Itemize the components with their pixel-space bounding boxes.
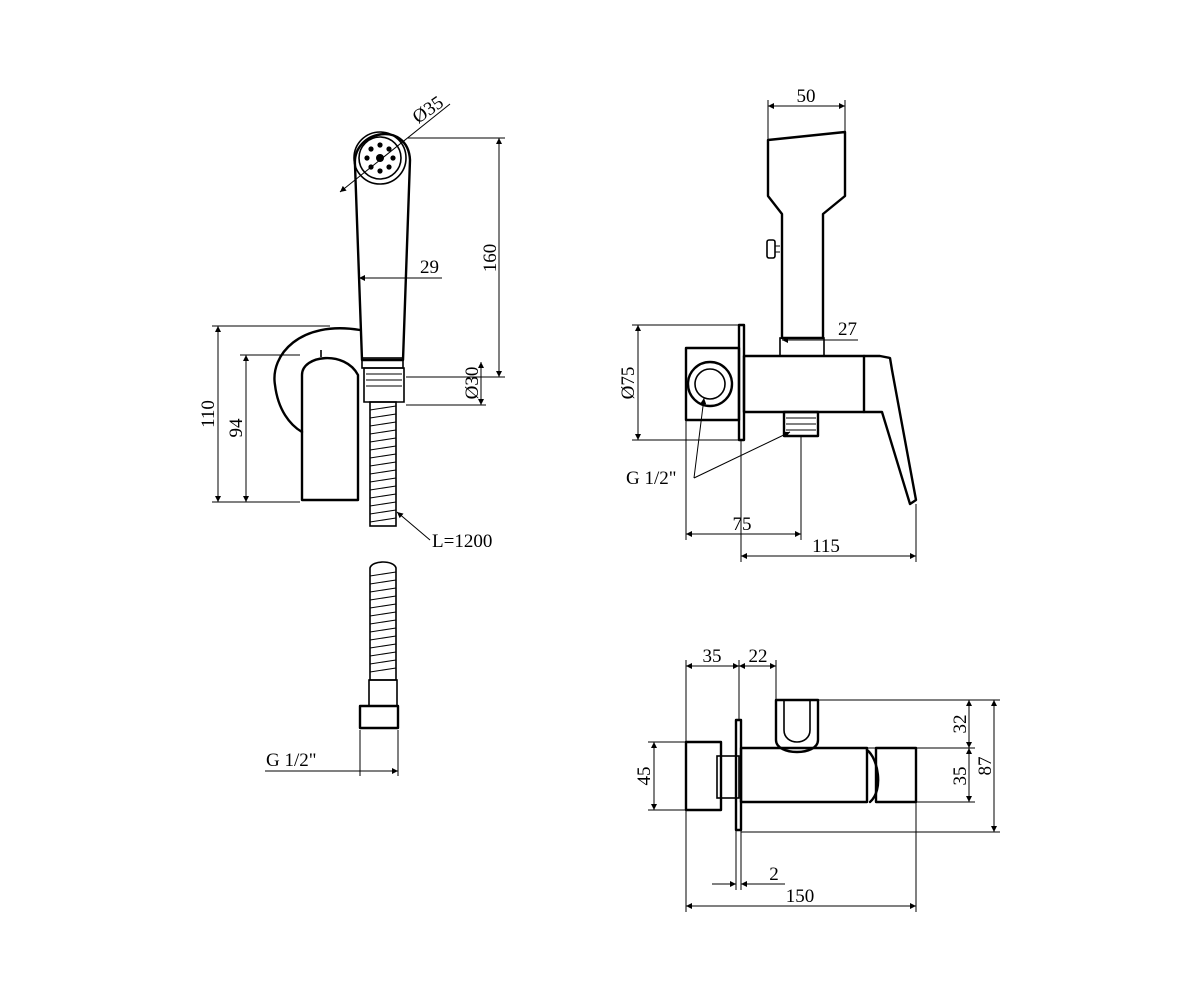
inlet-connector [684, 740, 723, 812]
hose-lower [358, 561, 400, 730]
dim-total-height: 87 [975, 757, 996, 776]
hose-nut [363, 367, 405, 403]
lever-end [874, 746, 918, 804]
shower-head [353, 131, 412, 362]
valve-body [742, 354, 866, 414]
dim-hose-length: L=1200 [432, 531, 492, 552]
inlet-ring [686, 360, 734, 408]
dim-collar-diameter: Ø30 [462, 367, 483, 400]
bracket-body [300, 356, 360, 502]
top-view: 35 22 32 35 87 45 2 150 [634, 646, 1000, 912]
dim-threads: G 1/2" [626, 468, 677, 489]
dim-rosette-height: 110 [198, 400, 219, 428]
valve-body-top [739, 746, 869, 804]
dim-head-width: 50 [797, 86, 816, 107]
dim-handle-neck-width: 27 [838, 319, 857, 340]
dim-total-length: 150 [786, 886, 815, 907]
dim-outlet-offset: 75 [733, 514, 752, 535]
dim-inlet-height: 45 [634, 767, 655, 786]
dim-hose-thread: G 1/2" [266, 750, 317, 771]
hose-nut-bottom [358, 704, 400, 730]
dim-body-diameter: 35 [950, 767, 971, 786]
wall-connector [684, 346, 741, 422]
lever-handle [862, 354, 918, 506]
trigger-button [766, 239, 776, 259]
shower-head-front [766, 130, 847, 340]
dim-head-diameter: Ø35 [409, 92, 448, 128]
inlet-neck [716, 755, 740, 799]
hose-upper [369, 401, 397, 527]
dim-flange-to-holder: 22 [749, 646, 768, 667]
dim-holder-height: 32 [950, 715, 971, 734]
wall-rosette [273, 327, 362, 434]
dim-inlet-length: 35 [703, 646, 722, 667]
front-view: 50 27 Ø75 G 1/2" 75 115 [618, 86, 918, 562]
holder-cradle [779, 337, 825, 357]
shower-holder [774, 698, 820, 754]
dim-handle-width: 29 [420, 257, 439, 278]
dim-flange-thickness: 2 [769, 864, 779, 885]
lever-cap [865, 748, 880, 804]
dim-shower-length: 160 [480, 244, 501, 273]
side-view: Ø35 29 160 Ø30 110 94 L=1200 G 1/2" [198, 92, 505, 776]
dim-total-depth: 115 [812, 536, 840, 557]
dim-flange-diameter: Ø75 [618, 367, 639, 400]
dim-bracket-height: 94 [226, 418, 247, 438]
